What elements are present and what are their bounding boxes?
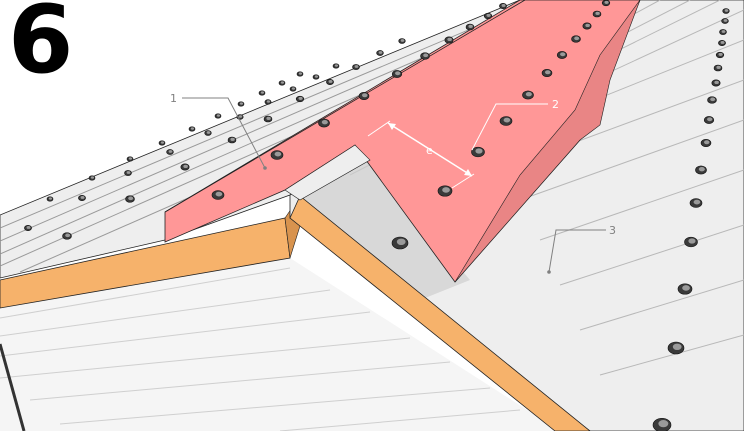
screw-icon (420, 52, 430, 60)
ridge-cap (164, 0, 641, 283)
screw-icon (391, 70, 403, 78)
screw-icon (158, 140, 166, 146)
callout-3-anchor (547, 270, 551, 274)
screw-icon (204, 130, 212, 136)
screw-icon (258, 90, 266, 96)
screw-icon (707, 96, 717, 104)
screw-icon (667, 341, 685, 355)
screw-icon (571, 35, 581, 43)
screw-icon (444, 36, 454, 44)
dimension-arrow-end (464, 169, 472, 176)
screw-icon (62, 232, 72, 240)
screw-icon (295, 95, 305, 103)
screw-icon (227, 136, 237, 144)
callout-2-label: 2 (552, 98, 559, 111)
callout-1-label: 1 (170, 92, 177, 105)
screw-icon (88, 175, 96, 181)
screw-icon (718, 39, 726, 46)
screw-icon (125, 195, 135, 203)
callout-3-label: 3 (609, 224, 616, 237)
screw-icon (312, 74, 320, 80)
callout-2: 2 (471, 98, 559, 151)
screw-icon (522, 90, 534, 100)
screw-icon (289, 86, 297, 92)
screw-icon (437, 185, 453, 197)
screw-icon (689, 198, 703, 208)
screw-icon (278, 80, 286, 86)
screws-group (24, 0, 730, 431)
screw-icon (264, 99, 272, 105)
gable-wall (0, 258, 560, 431)
screw-icon (592, 10, 602, 18)
dimension-label: e (426, 144, 433, 157)
screw-icon (582, 22, 592, 30)
screw-icon (358, 91, 370, 101)
right-fascia (289, 195, 591, 431)
screw-icon (296, 71, 304, 77)
screw-icon (722, 8, 730, 14)
screw-icon (24, 225, 32, 232)
screw-icon (713, 64, 723, 72)
screw-icon (715, 51, 725, 59)
screw-icon (211, 190, 225, 200)
screw-icon (318, 118, 330, 128)
screw-icon (541, 68, 553, 78)
screw-icon (703, 116, 715, 124)
screw-icon (465, 23, 475, 31)
screw-icon (677, 283, 693, 295)
screw-icon (721, 18, 729, 24)
screw-icon (391, 236, 409, 250)
screw-icon (652, 417, 672, 431)
screw-icon (326, 79, 334, 86)
screw-icon (332, 63, 340, 69)
screw-icon (499, 116, 513, 126)
screw-icon (719, 29, 727, 35)
screw-icon (700, 138, 712, 148)
step-number: 6 (8, 0, 74, 95)
dimension-e: e (367, 120, 475, 189)
screw-icon (601, 0, 611, 7)
screw-icon (376, 50, 384, 56)
screw-icon (711, 79, 721, 87)
screw-icon (499, 2, 507, 10)
screw-icon (398, 38, 406, 44)
screw-icon (126, 156, 134, 162)
screw-icon (166, 149, 174, 155)
screw-icon (78, 195, 86, 202)
screw-icon (46, 196, 54, 202)
screw-icon (471, 146, 485, 158)
screw-icon (214, 113, 222, 119)
screw-icon (483, 12, 493, 20)
screw-icon (188, 126, 196, 132)
screw-icon (695, 165, 707, 175)
screw-icon (352, 64, 360, 70)
callout-1-anchor (263, 166, 267, 170)
screw-icon (684, 236, 698, 248)
callout-3: 3 (547, 224, 616, 274)
screw-icon (263, 115, 273, 123)
screw-icon (270, 150, 284, 160)
callout-1: 1 (170, 92, 267, 170)
dimension-arrow-start (388, 123, 396, 130)
screw-icon (556, 51, 568, 59)
screw-icon (180, 163, 190, 171)
screw-icon (124, 170, 132, 176)
screw-icon (237, 101, 245, 107)
